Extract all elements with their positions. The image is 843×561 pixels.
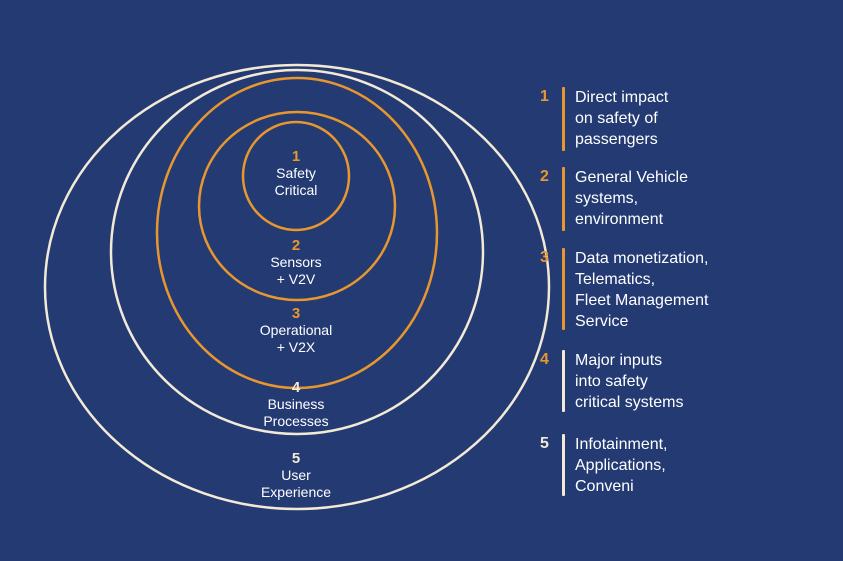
ring-2-label: 2 Sensors + V2V	[226, 237, 366, 288]
ring-3-text: Operational + V2X	[259, 322, 333, 355]
ring-5-text: User Experience	[260, 467, 332, 500]
legend-text-4: Major inputs into safety critical system…	[575, 352, 684, 411]
legend-text-1: Direct impact on safety of passengers	[575, 89, 669, 148]
ring-1-label: 1 Safety Critical	[226, 148, 366, 199]
legend-item-1: 1 Direct impact on safety of passengers	[540, 87, 668, 151]
ring-1	[241, 120, 351, 232]
legend-item-5: 5 Infotainment, Applications, Conveni	[540, 434, 668, 497]
legend-number-2: 2	[540, 168, 549, 185]
legend-number-4: 4	[540, 351, 549, 368]
ring-1-text: Safety Critical	[274, 165, 318, 198]
legend-bar-3	[562, 248, 565, 330]
legend-text-2: General Vehicle systems, environment	[575, 169, 688, 228]
ring-2	[197, 110, 397, 302]
ring-4-label: 4 Business Processes	[226, 379, 366, 430]
fade-overlay	[672, 452, 792, 500]
ring-4-text: Business Processes	[263, 396, 329, 429]
ring-5	[43, 63, 551, 511]
legend-bar-5	[562, 434, 565, 496]
legend-number-3: 3	[540, 249, 549, 266]
ring-5-number: 5	[291, 450, 301, 467]
ring-3-label: 3 Operational + V2X	[226, 305, 366, 356]
legend-bar-4	[562, 350, 565, 412]
legend-bar-2	[562, 167, 565, 231]
legend-item-2: 2 General Vehicle systems, environment	[540, 167, 688, 231]
legend-bar-1	[562, 87, 565, 151]
ring-2-number: 2	[291, 237, 301, 254]
ring-2-text: Sensors + V2V	[270, 254, 322, 287]
legend-item-3: 3 Data monetization, Telematics, Fleet M…	[540, 248, 708, 332]
ring-4-number: 4	[291, 379, 301, 396]
ring-3	[155, 76, 439, 390]
ring-5-label: 5 User Experience	[226, 450, 366, 501]
legend-number-5: 5	[540, 435, 549, 452]
legend-text-3: Data monetization, Telematics, Fleet Man…	[575, 250, 709, 330]
ring-3-number: 3	[291, 305, 301, 322]
ring-1-number: 1	[291, 148, 301, 165]
legend-item-4: 4 Major inputs into safety critical syst…	[540, 350, 683, 413]
ring-4	[109, 68, 485, 436]
legend-text-5: Infotainment, Applications, Conveni	[575, 436, 668, 495]
legend-number-1: 1	[540, 88, 549, 105]
